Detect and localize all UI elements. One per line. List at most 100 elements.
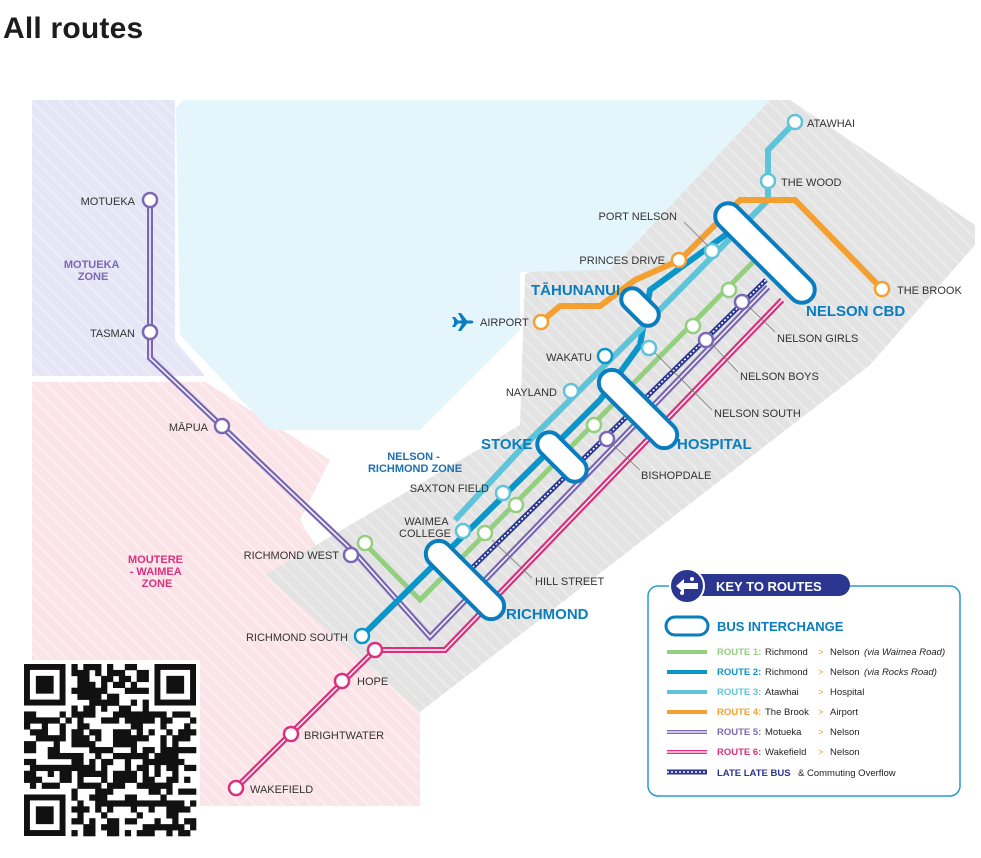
qr-module: [130, 747, 137, 754]
qr-module: [29, 776, 37, 783]
qr-module: [124, 729, 132, 736]
stop-label-atawhai: ATAWHAI: [807, 118, 855, 130]
qr-module: [24, 747, 31, 754]
qr-module: [178, 747, 185, 754]
qr-module: [178, 800, 185, 807]
qr-module: [136, 669, 143, 677]
qr-module: [124, 687, 132, 694]
qr-module: [77, 770, 84, 777]
qr-module: [53, 782, 60, 789]
qr-code[interactable]: [20, 660, 200, 840]
qr-module: [124, 717, 132, 724]
qr-module: [172, 824, 179, 831]
qr-module: [107, 824, 114, 831]
stop-label-brightwater: BRIGHTWATER: [304, 730, 384, 742]
stop-airport: [532, 313, 550, 331]
qr-module: [59, 776, 66, 783]
qr-finder-pattern: [166, 675, 185, 694]
qr-module: [172, 800, 179, 807]
qr-module: [148, 729, 155, 736]
qr-module: [59, 764, 66, 772]
qr-module: [148, 711, 155, 718]
qr-module: [190, 800, 197, 807]
qr-module: [107, 664, 114, 671]
qr-module: [136, 735, 143, 742]
interchange-richmond: [423, 538, 507, 622]
qr-module: [41, 764, 49, 772]
qr-module: [154, 752, 161, 760]
qr-module: [148, 800, 155, 807]
qr-module: [77, 681, 84, 689]
qr-module: [101, 776, 108, 783]
key-route-5-from: Motueka: [765, 727, 802, 738]
qr-module: [142, 705, 149, 712]
qr-module: [172, 711, 179, 718]
qr-module: [118, 741, 126, 748]
qr-module: [118, 729, 126, 736]
route-key: KEY TO ROUTES BUS INTERCHANGE ROUTE 1: R…: [647, 568, 961, 797]
qr-module: [136, 723, 143, 730]
qr-module: [71, 794, 78, 801]
qr-module: [77, 752, 84, 760]
qr-module: [112, 681, 120, 689]
qr-module: [24, 711, 31, 718]
qr-module: [59, 770, 66, 777]
qr-module: [148, 747, 155, 754]
qr-module: [154, 800, 161, 807]
qr-module: [190, 717, 197, 724]
qr-module: [184, 818, 191, 825]
interchange-nelson-cbd: [713, 201, 817, 305]
qr-module: [47, 735, 54, 742]
qr-module: [95, 800, 102, 807]
qr-module: [112, 693, 120, 700]
qr-module: [95, 752, 102, 760]
key-route-5-name: ROUTE 5:: [717, 727, 761, 738]
qr-module: [83, 675, 90, 683]
qr-module: [83, 735, 90, 742]
qr-module: [83, 669, 90, 677]
qr-module: [24, 758, 31, 766]
qr-module: [95, 770, 102, 777]
qr-module: [107, 693, 114, 700]
qr-module: [77, 729, 84, 736]
qr-module: [184, 788, 191, 795]
qr-module: [83, 770, 90, 777]
qr-module: [107, 758, 114, 766]
qr-module: [77, 806, 84, 813]
qr-module: [107, 675, 114, 683]
qr-module: [89, 794, 96, 801]
qr-module: [53, 717, 60, 724]
qr-module: [83, 693, 90, 700]
qr-module: [29, 770, 37, 777]
qr-module: [41, 717, 49, 724]
qr-module: [35, 776, 43, 783]
stop-label-the-wood: THE WOOD: [781, 177, 842, 189]
qr-module: [59, 735, 66, 742]
qr-module: [101, 717, 108, 724]
qr-module: [142, 735, 149, 742]
qr-module: [178, 729, 185, 736]
qr-module: [101, 747, 108, 754]
qr-module: [118, 681, 126, 689]
page-title: All routes: [3, 12, 144, 45]
stop-label-hill-street: HILL STREET: [535, 576, 605, 588]
qr-module: [59, 729, 66, 736]
qr-module: [65, 776, 72, 783]
stop-port-nelson: [703, 242, 721, 260]
qr-module: [172, 818, 179, 825]
qr-module: [112, 800, 120, 807]
qr-module: [172, 747, 179, 754]
qr-module: [89, 770, 96, 777]
qr-module: [160, 711, 167, 718]
qr-module: [172, 758, 179, 766]
qr-module: [71, 687, 78, 694]
qr-module: [172, 764, 179, 772]
key-route-2-to: Nelson: [830, 667, 860, 678]
qr-module: [130, 776, 137, 783]
qr-module: [53, 747, 60, 754]
qr-module: [107, 806, 114, 813]
qr-module: [166, 830, 173, 837]
stop-label-waimea-college: WAIMEA COLLEGE: [399, 516, 451, 540]
key-route-2-name: ROUTE 2:: [717, 667, 761, 678]
stop-label-wakatu: WAKATU: [546, 352, 592, 364]
